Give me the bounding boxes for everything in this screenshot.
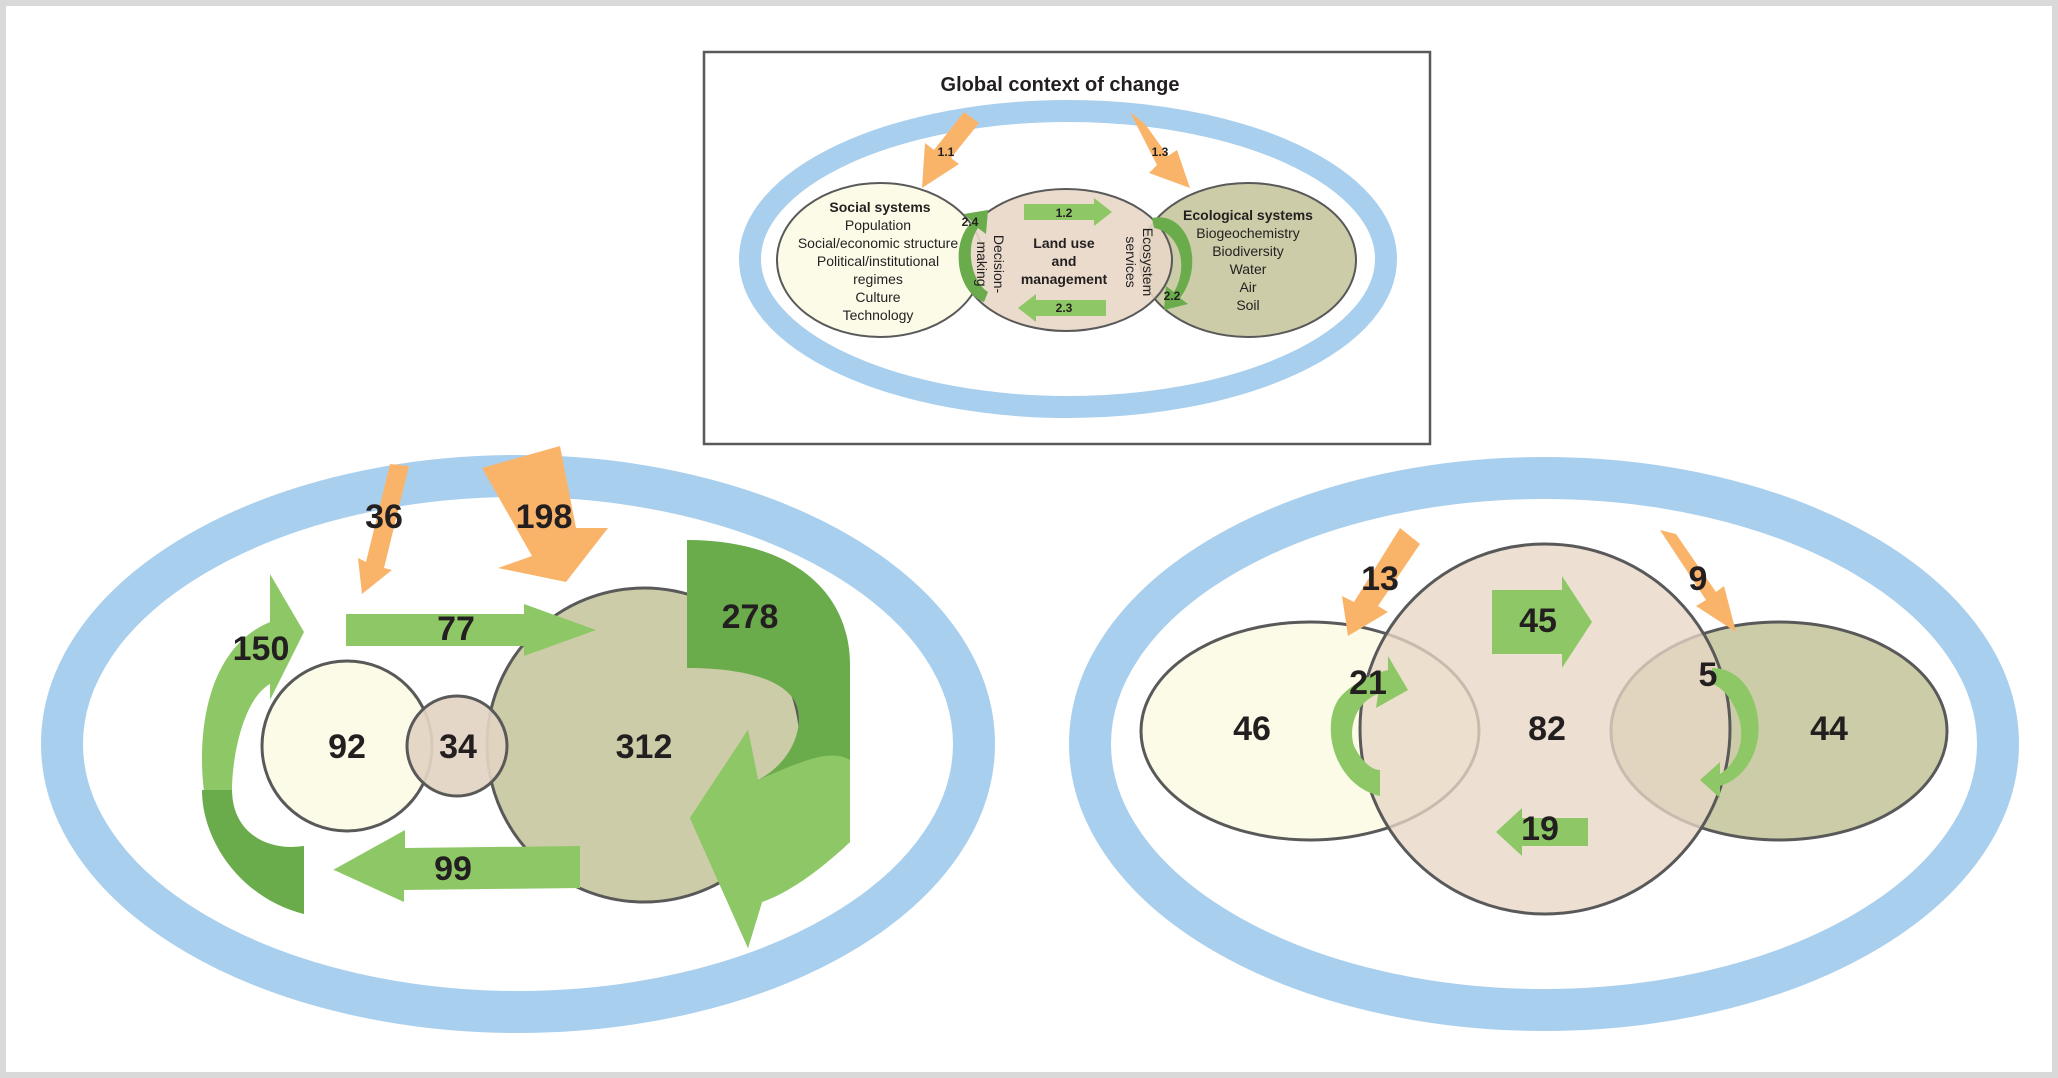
- arrow-99: [334, 836, 580, 902]
- left-label-92: 92: [328, 728, 366, 766]
- arrow-13: [1342, 528, 1420, 636]
- ecological-item: Biodiversity: [1212, 243, 1284, 259]
- right-panel: 13 9 45 21 5 19 46 82 44: [1069, 457, 2019, 1031]
- right-label-13: 13: [1361, 560, 1399, 598]
- arrow-2-4-label: 2.4: [962, 215, 979, 229]
- arrow-2-3: [1018, 294, 1106, 322]
- ecological-item: Water: [1230, 261, 1267, 277]
- arrow-77: [346, 604, 596, 656]
- arrow-9: [1660, 530, 1736, 632]
- social-item: regimes: [853, 271, 903, 287]
- arrow-2-2-label: 2.2: [1164, 289, 1181, 303]
- social-item: Political/institutional: [817, 253, 939, 269]
- right-label-45: 45: [1519, 602, 1557, 640]
- arrow-1-1-label: 1.1: [938, 145, 955, 159]
- left-landuse-circle: [405, 694, 509, 798]
- land-use-label-1: Land use: [1033, 235, 1095, 251]
- left-label-34: 34: [439, 728, 477, 766]
- arrow-19: [1496, 808, 1588, 856]
- right-landuse-circle: [1358, 542, 1732, 916]
- land-use-label-2: and: [1052, 253, 1077, 269]
- right-label-9: 9: [1689, 560, 1708, 598]
- ecological-systems-title: Ecological systems: [1183, 207, 1313, 223]
- arrow-1-2: [1024, 198, 1112, 226]
- left-label-77: 77: [437, 610, 475, 648]
- left-label-99: 99: [434, 850, 472, 888]
- ecosystem-services-label-2: services: [1123, 236, 1139, 287]
- framework-panel: Global context of change 1.1 1.3 1.2 2.3…: [702, 50, 1432, 446]
- left-label-150: 150: [233, 630, 290, 668]
- global-context-ring: [739, 100, 1397, 418]
- ecosystem-services-label-1: Ecosystem: [1140, 228, 1156, 296]
- land-use-label-3: management: [1021, 271, 1108, 287]
- ecological-item: Biogeochemistry: [1196, 225, 1300, 241]
- decision-making-label-1: Decision-: [991, 235, 1007, 294]
- right-label-46: 46: [1233, 710, 1271, 748]
- ecological-item: Soil: [1236, 297, 1259, 313]
- right-label-21: 21: [1349, 664, 1387, 702]
- right-label-82: 82: [1528, 710, 1566, 748]
- arrow-198: [482, 446, 608, 582]
- social-systems-title: Social systems: [829, 199, 930, 215]
- framework-title: Global context of change: [941, 74, 1180, 96]
- right-label-19: 19: [1521, 810, 1559, 848]
- arrow-21: [1330, 656, 1408, 796]
- social-item: Culture: [855, 289, 900, 305]
- arrow-5: [1700, 668, 1759, 798]
- left-label-278: 278: [722, 598, 779, 636]
- arrow-2-2: [1152, 217, 1193, 310]
- decision-making-label-2: making: [974, 241, 990, 286]
- arrow-1-3: [1130, 112, 1190, 188]
- arrow-1-2-label: 1.2: [1056, 206, 1073, 220]
- arrow-1-3-label: 1.3: [1152, 145, 1169, 159]
- arrow-150-shade: [202, 790, 304, 914]
- right-label-5: 5: [1699, 656, 1718, 694]
- ecological-item: Air: [1239, 279, 1256, 295]
- arrow-2-4: [958, 210, 988, 302]
- arrow-45: [1492, 576, 1592, 668]
- left-label-198: 198: [516, 498, 573, 536]
- social-item: Technology: [843, 307, 914, 323]
- social-item: Social/economic structure: [798, 235, 959, 251]
- arrow-36: [358, 464, 409, 594]
- arrow-2-3-label: 2.3: [1056, 301, 1073, 315]
- right-global-ring: [1069, 457, 2019, 1031]
- left-panel: 36 198 77 150 278 99 92 34 312: [41, 446, 995, 1033]
- right-label-44: 44: [1810, 710, 1848, 748]
- arrow-1-1: [922, 112, 979, 188]
- left-label-312: 312: [616, 728, 673, 766]
- social-item: Population: [845, 217, 911, 233]
- arrow-278-head-shade: [690, 730, 850, 948]
- left-label-36: 36: [365, 498, 403, 536]
